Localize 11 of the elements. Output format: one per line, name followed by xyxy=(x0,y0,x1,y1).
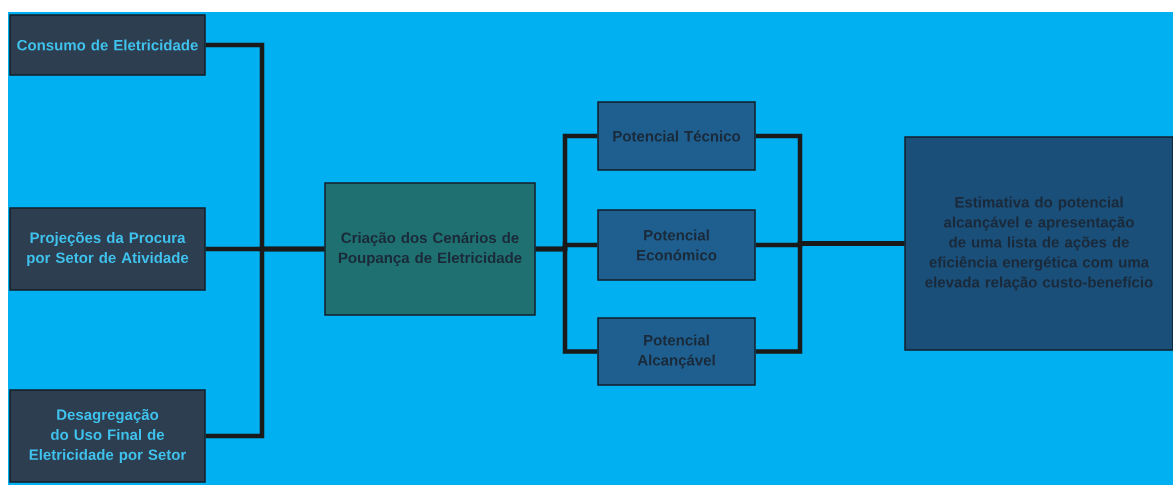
process-box: Potencial Económico xyxy=(597,209,756,281)
process-box: Potencial Técnico xyxy=(597,101,756,171)
process-box: Criação dos Cenários de Poupança de Eletricidade xyxy=(324,182,536,316)
connector-line xyxy=(205,246,325,439)
process-box: Consumo de Eletricidade xyxy=(9,14,206,76)
process-box: Estimativa do potencial alcançável e apresentação de uma lista de ações de eficiência energética com uma elevada relação custo-benefício xyxy=(904,136,1173,351)
connector-line xyxy=(535,246,598,354)
process-box: Projeções da Procura por Setor de Atividade xyxy=(9,207,206,291)
process-box: Potencial Alcançável xyxy=(597,317,756,386)
connector-line xyxy=(755,241,905,354)
process-box: Desagregação do Uso Final de Eletricidade por Setor xyxy=(9,389,206,483)
